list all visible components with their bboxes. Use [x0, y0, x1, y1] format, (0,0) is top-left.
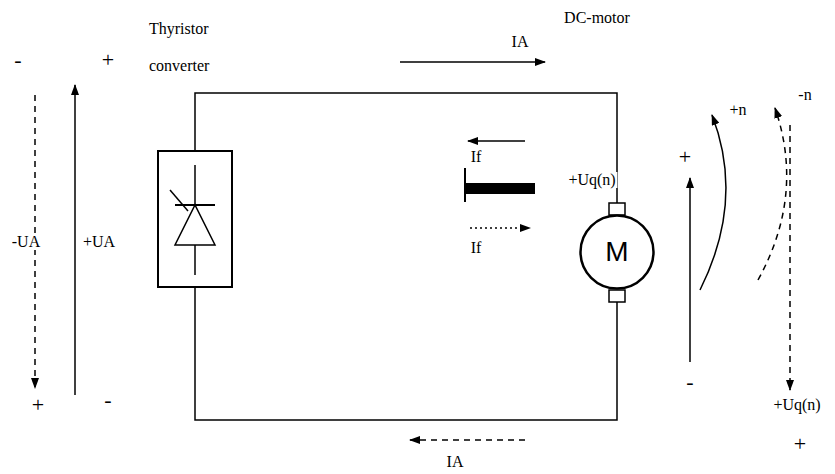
- circuit-label: +: [792, 433, 808, 455]
- speed-arrow: [700, 115, 726, 290]
- motor-circle-outline: [581, 216, 654, 289]
- thyristor-triangle: [175, 205, 215, 245]
- circuit-label: If: [469, 240, 484, 256]
- circuit-label: +: [100, 49, 116, 71]
- motor-circle: DC-motorM: [579, 214, 655, 290]
- emf-arrow-reverse: [789, 125, 791, 390]
- circuit-label: +Uq(n): [771, 397, 822, 413]
- circuit-label: IA: [510, 34, 531, 50]
- thyristor-bar: [175, 204, 215, 206]
- speed-arrow-reverse: [758, 108, 787, 280]
- field-winding: [465, 183, 535, 194]
- circuit-label: +Uq(n): [566, 172, 617, 188]
- circuit-label: -: [684, 371, 695, 393]
- wire: [195, 288, 617, 420]
- circuit-label: +UA: [81, 234, 117, 250]
- thyristor-gate: [170, 190, 188, 211]
- circuit-label: +: [677, 146, 693, 168]
- circuit-label: -n: [796, 87, 813, 103]
- motor-brush: [609, 203, 625, 215]
- current-arrow-reverse: [410, 439, 525, 441]
- motor-symbol: M: [605, 238, 628, 266]
- wire: [195, 93, 617, 214]
- voltage-arrow: [74, 85, 76, 395]
- circuit-label: -: [102, 389, 113, 411]
- field-current-arrow: [468, 140, 525, 142]
- circuit-label: +: [30, 394, 46, 416]
- circuit-label: IA: [445, 454, 466, 470]
- converter-box: Thyristor converter: [157, 150, 233, 288]
- circuit-label: +n: [727, 102, 748, 118]
- circuit-label: -: [12, 49, 23, 71]
- motor-brush: [609, 290, 625, 302]
- field-current-arrow-reverse: [470, 227, 530, 229]
- motor-heading: DC-motor: [547, 8, 647, 28]
- current-arrow: [400, 61, 545, 63]
- emf-arrow: [689, 178, 691, 362]
- circuit-label: If: [469, 149, 484, 165]
- converter-heading: Thyristor converter: [149, 10, 245, 84]
- circuit-label: -UA: [10, 234, 42, 250]
